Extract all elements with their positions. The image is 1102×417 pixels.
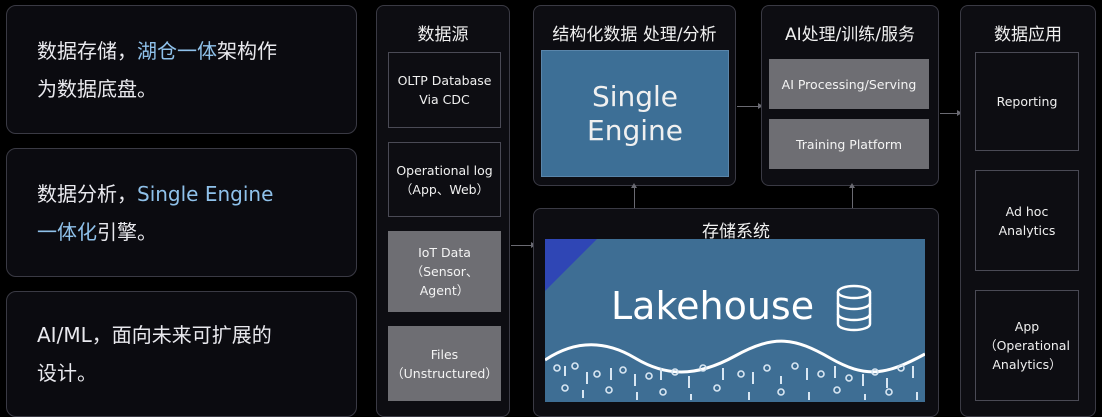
training-platform-box: Training Platform [769, 119, 929, 169]
app-label: Analytics [998, 222, 1056, 238]
app-label: Reporting [996, 94, 1058, 109]
arrow-storage-to-engine [631, 183, 637, 208]
lakehouse-label: Lakehouse [611, 284, 815, 328]
feature-single-engine: 数据分析，Single Engine 一体化引擎。 [6, 148, 357, 277]
feature-highlight: Single Engine [137, 181, 274, 206]
source-iot: IoT Data （Sensor、 Agent） [388, 231, 501, 312]
single-engine-label: Single Engine [587, 79, 683, 147]
database-icon [836, 284, 872, 332]
lakehouse-corner [545, 239, 597, 291]
feature-ai-ml: AI/ML，面向未来可扩展的 设计。 [6, 291, 357, 417]
arrow-ai-to-apps [940, 110, 962, 116]
app-label: App [1014, 319, 1040, 334]
source-label: Files [430, 346, 459, 362]
source-files: Files （Unstructured） [388, 326, 501, 401]
feature-highlight: 一体化 [37, 219, 97, 244]
arrow-sources-to-storage [511, 242, 536, 248]
source-label: （App、Web） [399, 181, 490, 197]
app-label: Analytics） [992, 357, 1062, 372]
feature-text: 为数据底盘。 [37, 76, 157, 101]
source-label: Operational log [396, 162, 493, 178]
ai-processing-label: AI Processing/Serving [781, 76, 917, 92]
feature-text: 引擎。 [97, 219, 157, 244]
storage-title: 存储系统 [702, 222, 770, 242]
source-operational-log: Operational log （App、Web） [388, 142, 501, 217]
arrow-engine-to-ai [737, 103, 763, 109]
feature-text: 架构作 [217, 38, 277, 63]
feature-text: AI/ML，面向未来可扩展的 [37, 323, 272, 347]
data-wave-decoration [545, 339, 925, 400]
feature-lakehouse: 数据存储，湖仓一体架构作 为数据底盘。 [6, 5, 357, 134]
data-apps-title: 数据应用 [994, 25, 1062, 45]
lakehouse-box: Lakehouse [545, 239, 925, 402]
processing-title: 结构化数据 处理/分析 [552, 25, 717, 45]
feature-text: 数据分析， [37, 181, 137, 206]
feature-highlight: 湖仓一体 [137, 38, 217, 63]
ai-processing-box: AI Processing/Serving [769, 59, 929, 109]
source-label: OLTP Database [397, 73, 492, 88]
arrow-storage-to-ai [849, 183, 855, 208]
training-platform-label: Training Platform [795, 136, 902, 152]
source-label: （Sensor、 [410, 264, 479, 279]
ai-title: AI处理/训练/服务 [784, 25, 916, 45]
single-engine-box: Single Engine [541, 50, 729, 177]
feature-text: 设计。 [37, 361, 97, 385]
source-label: IoT Data [418, 245, 471, 260]
source-label: Agent） [419, 283, 470, 298]
app-reporting: Reporting [975, 52, 1079, 151]
feature-text: 数据存储， [37, 38, 137, 63]
source-label: （Unstructured） [391, 365, 498, 381]
app-label: Ad hoc [1005, 203, 1049, 219]
source-label: Via CDC [419, 92, 470, 107]
app-label: （Operational [984, 338, 1070, 353]
data-sources-title: 数据源 [417, 25, 469, 45]
